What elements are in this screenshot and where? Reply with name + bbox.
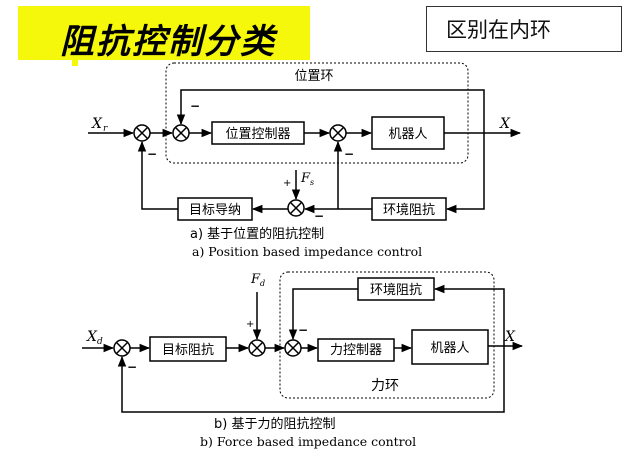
diagram-b-labels: 目标阻抗 力控制器 机器人 环境阻抗 力环 X d X F d + − − b)… [86, 272, 516, 449]
banner-accent [72, 58, 78, 66]
signal-input-b: X [86, 329, 98, 345]
sign-b-outer: − [127, 360, 137, 374]
signal-output-b: X [504, 329, 516, 345]
signal-force-a-sub: s [310, 178, 314, 187]
sign-b-force-plus: + [246, 319, 254, 330]
side-note-box [426, 6, 622, 52]
diagram-a [88, 62, 522, 221]
signal-output-a: X [499, 116, 511, 132]
signal-input-b-sub: d [97, 337, 103, 347]
page-title: 阻抗控制分类 [60, 22, 276, 62]
label-env-impedance-b: 环境阻抗 [370, 283, 422, 298]
caption-a-cn: a) 基于位置的阻抗控制 [190, 226, 324, 242]
title-banner [18, 6, 310, 60]
caption-b-en: b) Force based impedance control [200, 434, 416, 449]
sign-a-inner-top: − [190, 99, 200, 113]
sign-a-outer: − [147, 147, 157, 161]
side-note: 区别在内环 [446, 18, 551, 42]
sign-a-force-minus: − [314, 209, 324, 223]
diagram-a-labels: 位置控制器 机器人 目标导纳 环境阻抗 位置环 X r X F s − − − … [91, 69, 511, 259]
label-target-impedance: 目标阻抗 [162, 343, 214, 358]
caption-b-cn: b) 基于力的阻抗控制 [214, 416, 335, 432]
caption-a-en: a) Position based impedance control [192, 244, 422, 259]
signal-input-a: X [91, 116, 103, 132]
sign-b-inner: − [298, 323, 308, 337]
sign-a-sum3: − [344, 147, 354, 161]
label-robot-b: 机器人 [430, 341, 469, 356]
signal-force-b: F [250, 272, 261, 287]
force-loop-region [279, 271, 495, 399]
sign-a-force-plus: + [283, 178, 291, 189]
signal-force-a: F [300, 171, 311, 186]
label-env-impedance-a: 环境阻抗 [383, 203, 435, 218]
signal-input-a-sub: r [103, 124, 108, 134]
label-robot-a: 机器人 [388, 127, 427, 142]
label-position-loop: 位置环 [294, 69, 333, 84]
label-position-controller: 位置控制器 [225, 127, 290, 142]
label-force-controller: 力控制器 [330, 343, 382, 358]
signal-force-b-sub: d [260, 279, 265, 288]
label-target-admittance: 目标导纳 [189, 203, 241, 218]
position-loop-region [165, 62, 469, 164]
label-force-loop: 力环 [371, 378, 399, 394]
diagram-b [82, 271, 524, 413]
